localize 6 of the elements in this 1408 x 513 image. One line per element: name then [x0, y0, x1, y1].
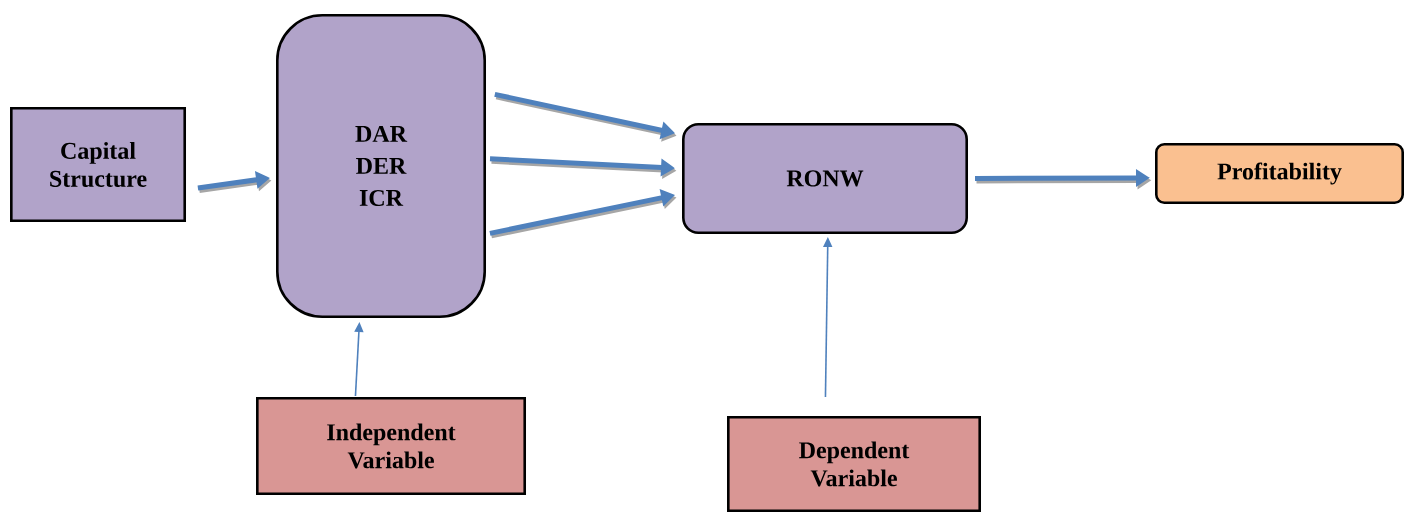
rounded-box: RONW: [682, 123, 968, 234]
rounded-box: DAR DER ICR: [276, 14, 486, 318]
process-box: Dependent Variable: [727, 416, 981, 512]
process-box: Independent Variable: [256, 397, 526, 495]
process-box: Capital Structure: [10, 107, 186, 222]
rounded-box: Profitability: [1155, 143, 1404, 204]
